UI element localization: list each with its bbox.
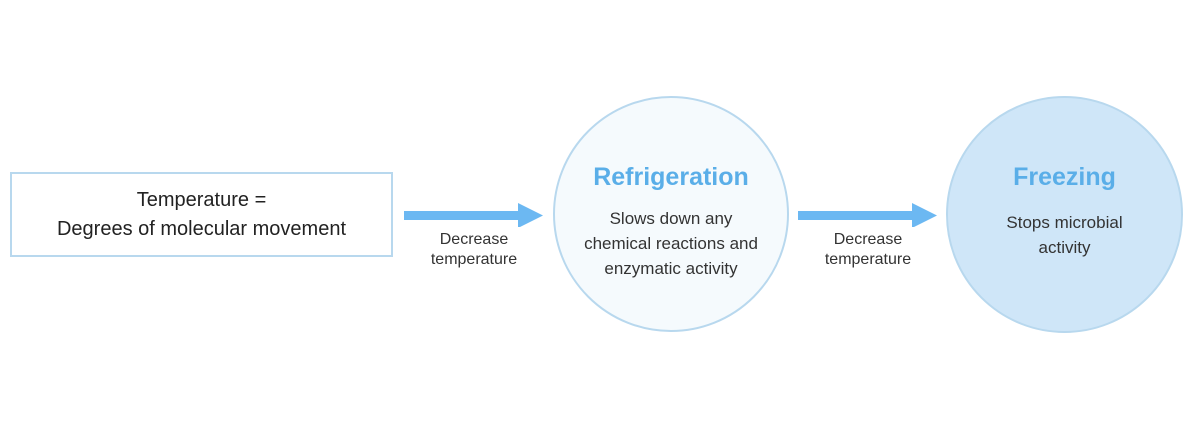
refrigeration-desc-line-2: chemical reactions and [584,234,758,253]
refrigeration-description: Slows down any chemical reactions and en… [584,206,758,281]
arrow-right-icon [404,203,544,227]
arrow-2-label-line-1: Decrease [833,231,903,248]
arrow-1-label: Decrease temperature [404,230,544,270]
freezing-description: Stops microbial activity [1006,210,1122,260]
freezing-title: Freezing [1013,163,1116,191]
definition-line-1: Temperature = [136,188,267,211]
refrigeration-title: Refrigeration [593,163,749,191]
arrow-2-label-line-2: temperature [824,251,912,268]
arrow-1-label-line-1: Decrease [439,231,509,248]
freezing-desc-line-1: Stops microbial [1006,213,1123,232]
refrigeration-desc-line-1: Slows down any [609,209,733,228]
refrigeration-circle: Refrigeration Slows down any chemical re… [553,96,789,332]
arrow-right-icon [798,203,938,227]
freezing-circle: Freezing Stops microbial activity [946,96,1183,333]
definition-line-2: Degrees of molecular movement [56,217,346,240]
arrow-2-label: Decrease temperature [798,230,938,270]
freezing-desc-line-2: activity [1038,238,1091,257]
arrow-1-label-line-2: temperature [430,251,518,268]
temperature-definition-box: Temperature = Degrees of molecular movem… [10,172,393,257]
refrigeration-desc-line-3: enzymatic activity [604,259,738,278]
